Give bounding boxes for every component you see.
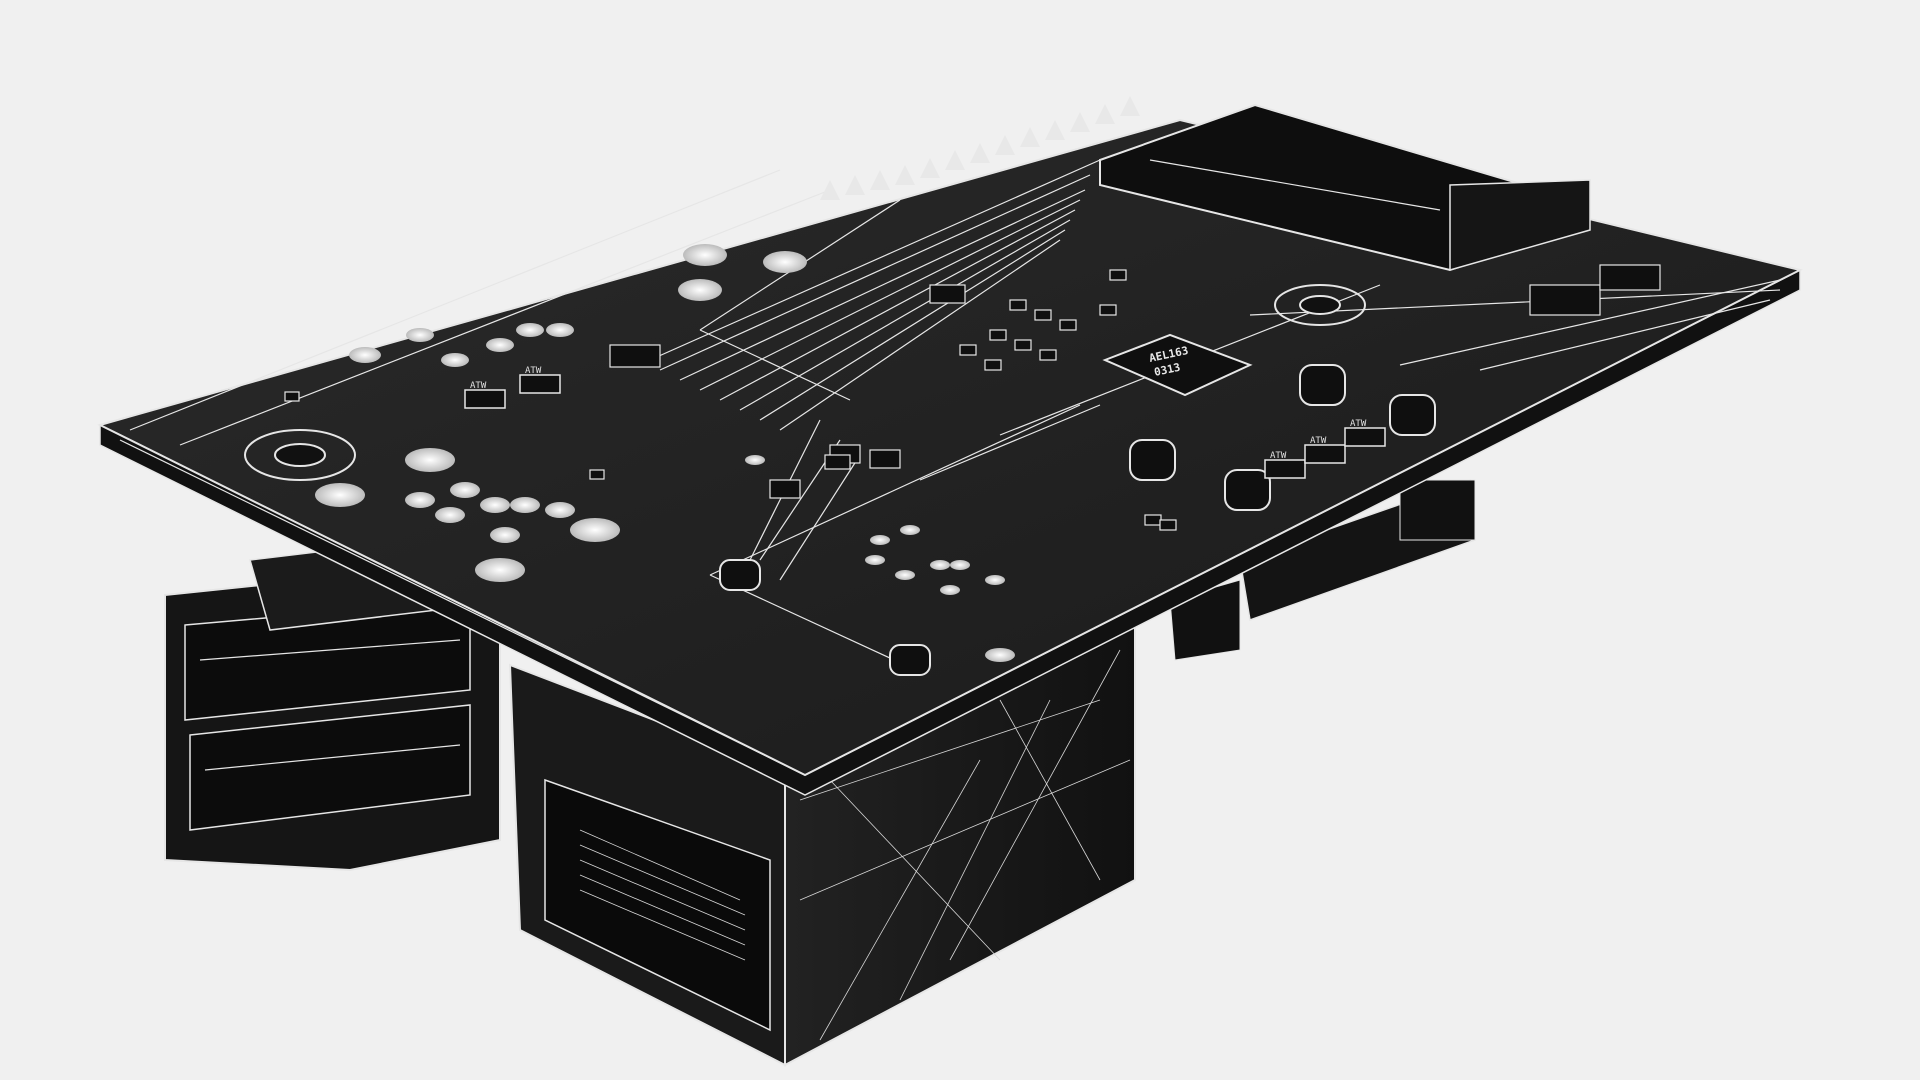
resistor-marking: ATW bbox=[525, 366, 542, 376]
solder-pads bbox=[315, 244, 1015, 662]
resistor-array: ATW ATW ATW ATW ATW bbox=[464, 366, 1386, 479]
resistor-marking: ATW bbox=[1310, 436, 1327, 446]
ethernet-port bbox=[508, 618, 1136, 1067]
capacitor bbox=[719, 364, 1436, 676]
resistor-marking: ATW bbox=[1270, 451, 1287, 461]
resistor-marking: ATW bbox=[470, 381, 487, 391]
resistor-marking: ATW bbox=[1350, 419, 1367, 429]
pcb-board: AEL163 0313 ATW ATW ATW ATW ATW bbox=[97, 96, 1803, 796]
chip-label-line2: 0313 bbox=[1153, 361, 1182, 379]
mounting-hole bbox=[244, 284, 1366, 481]
main-chip: AEL163 0313 bbox=[1102, 333, 1253, 397]
ribbon-connector bbox=[1099, 103, 1591, 272]
smd-components bbox=[284, 264, 1661, 531]
gpio-header bbox=[820, 96, 1140, 200]
